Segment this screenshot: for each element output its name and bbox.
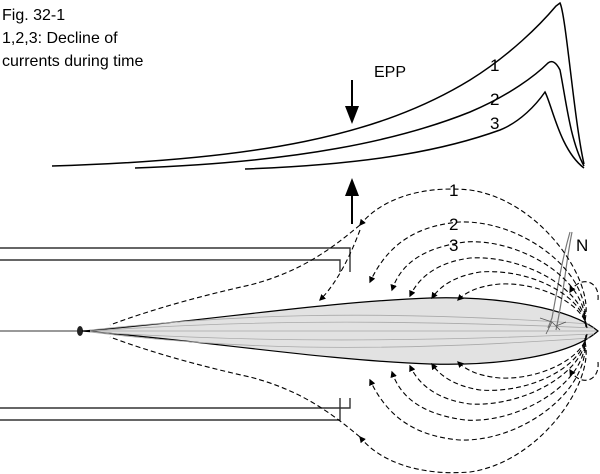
caption-line-2: 1,2,3: Decline of — [2, 30, 118, 47]
trace-label-3: 3 — [490, 114, 499, 133]
field-line — [369, 221, 586, 323]
figure-caption: Fig. 32-1 1,2,3: Decline of currents dur… — [2, 7, 143, 70]
field-line — [457, 333, 588, 379]
field-label-3: 3 — [449, 236, 458, 255]
epp-trace-3 — [244, 90, 585, 170]
arrow-up-icon — [345, 178, 359, 224]
electrode-tip — [77, 326, 83, 336]
field-line — [431, 334, 587, 391]
field-line — [109, 224, 361, 326]
field-label-1: 1 — [449, 181, 458, 200]
epp-trace-1 — [51, 1, 585, 167]
epp-trace-2 — [134, 60, 585, 169]
field-line — [569, 361, 599, 381]
field-line — [569, 281, 599, 301]
trace-label-1: 1 — [490, 56, 499, 75]
field-line — [409, 335, 587, 405]
field-line — [319, 229, 361, 301]
field-line — [457, 283, 588, 329]
nerve-label: N — [576, 236, 588, 255]
caption-line-1: Fig. 32-1 — [2, 7, 65, 24]
field-line — [431, 271, 587, 328]
arrow-down-icon — [345, 80, 359, 124]
field-line — [369, 339, 586, 441]
recording-chamber — [0, 247, 351, 421]
epp-label: EPP — [374, 64, 406, 81]
nerve — [539, 231, 573, 335]
field-line — [359, 341, 587, 474]
field-line — [109, 336, 361, 438]
field-line — [409, 257, 587, 327]
field-label-2: 2 — [449, 215, 458, 234]
field-line — [359, 188, 587, 321]
epp-traces: 1 2 3 — [51, 1, 585, 170]
trace-label-2: 2 — [490, 90, 499, 109]
caption-line-3: currents during time — [2, 53, 143, 70]
current-field-lines — [109, 188, 599, 474]
muscle-fiber — [81, 297, 599, 365]
